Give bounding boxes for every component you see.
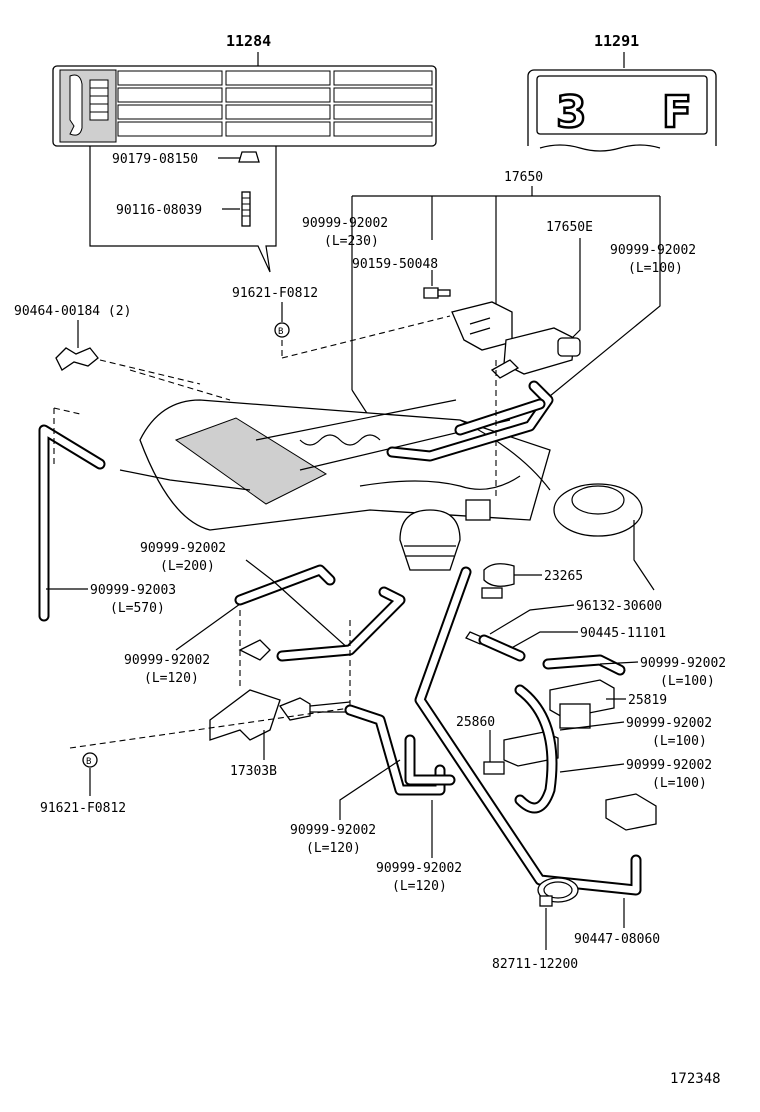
part-number-90999-92002-l120-center: 90999-92002 <box>290 823 376 838</box>
part-number-90999-92002-l100-d: 90999-92002 <box>626 758 712 773</box>
hose-upper-vsv <box>386 360 554 500</box>
air-intake-body <box>99 359 551 531</box>
label-3f-text: 3 F <box>556 87 722 138</box>
callout-b-icon: B <box>278 327 283 337</box>
hose-90999-92003-l570: 90999-92003 (L=570) <box>38 407 176 622</box>
clamp-82711: 82711-12200 <box>492 877 579 972</box>
part-number-11291: 11291 <box>594 32 639 50</box>
bolt-90445-11101: 90445-11101 <box>465 626 666 662</box>
part-number-11284: 11284 <box>226 32 271 50</box>
diagram-number: 172348 <box>670 1071 721 1087</box>
length-l230: (L=230) <box>324 234 379 249</box>
fitting-96132-30600: 96132-30600 <box>489 599 662 635</box>
callout-91621-lower: B 91621-F0812 <box>40 707 351 816</box>
part-number-90445-11101: 90445-11101 <box>580 626 666 641</box>
part-number-91621-f0812-lower: 91621-F0812 <box>40 801 126 816</box>
length-l100-d: (L=100) <box>652 776 707 791</box>
label-plate-11291: 11291 3 F <box>527 32 722 152</box>
part-number-90999-92003: 90999-92003 <box>90 583 176 598</box>
callout-b-icon-lower: B <box>86 757 91 767</box>
part-number-90999-92002-l120-right: 90999-92002 <box>376 861 462 876</box>
part-number-90999-92002-l100-c: 90999-92002 <box>626 716 712 731</box>
clip-90464: 90464-00184 (2) <box>14 304 131 371</box>
part-number-90999-92002-l200: 90999-92002 <box>140 541 226 556</box>
modulator-23265: 23265 <box>399 499 583 599</box>
vsv-25860: 25860 90999-92002 (L=100) 90999-92002 (L… <box>456 684 712 814</box>
part-number-90999-92002-l120-left: 90999-92002 <box>124 653 210 668</box>
hose-90999-92002-l120-left: 90999-92002 (L=120) <box>124 603 241 686</box>
wrench-icon <box>69 74 109 136</box>
part-number-96132-30600: 96132-30600 <box>576 599 662 614</box>
length-l200: (L=200) <box>160 559 215 574</box>
vsv-assembly-17650: 17650 17650E 90999-92002 (L=230) 90159-5… <box>302 170 696 453</box>
part-number-82711-12200: 82711-12200 <box>492 957 578 972</box>
canister-right <box>553 483 655 591</box>
part-number-25860: 25860 <box>456 715 495 730</box>
part-number-90447-08060: 90447-08060 <box>574 932 660 947</box>
part-number-90159-50048: 90159-50048 <box>352 257 438 272</box>
hose-90999-92002-l200: 90999-92002 (L=200) <box>140 541 406 662</box>
hose-90999-92002-l120-center: 90999-92002 (L=120) 90999-92002 (L=120) <box>290 704 462 894</box>
length-l100-b: (L=100) <box>660 674 715 689</box>
pipe-90447-08060: 90447-08060 <box>414 566 660 947</box>
stud-90116: 90116-08039 <box>116 191 251 227</box>
length-l100-c: (L=100) <box>652 734 707 749</box>
length-l570: (L=570) <box>110 601 165 616</box>
part-number-91621-f0812-upper: 91621-F0812 <box>232 286 318 301</box>
vsv-25819: 90999-92002 (L=100) 25819 <box>542 654 726 729</box>
length-l120-right: (L=120) <box>392 879 447 894</box>
length-l100-upper: (L=100) <box>628 261 683 276</box>
length-l120-left: (L=120) <box>144 671 199 686</box>
part-number-90464-00184: 90464-00184 (2) <box>14 304 131 319</box>
nut-90179: 90179-08150 <box>112 151 260 167</box>
length-l120-center: (L=120) <box>306 841 361 856</box>
part-number-23265: 23265 <box>544 569 583 584</box>
part-number-90999-92002-l100-upper: 90999-92002 <box>610 243 696 258</box>
callout-91621-upper: 91621-F0812 B <box>232 286 451 359</box>
part-number-90179-08150: 90179-08150 <box>112 152 198 167</box>
label-plate-11284: 11284 <box>52 32 437 273</box>
part-number-90116-08039: 90116-08039 <box>116 203 202 218</box>
part-number-17650e: 17650E <box>546 220 593 235</box>
part-number-17650: 17650 <box>504 170 543 185</box>
bracket-17303b: 17303B <box>209 610 351 779</box>
part-number-25819: 25819 <box>628 693 667 708</box>
part-number-90999-92002-l100-b: 90999-92002 <box>640 656 726 671</box>
part-number-90999-92002-l230: 90999-92002 <box>302 216 388 231</box>
part-number-17303b: 17303B <box>230 764 277 779</box>
